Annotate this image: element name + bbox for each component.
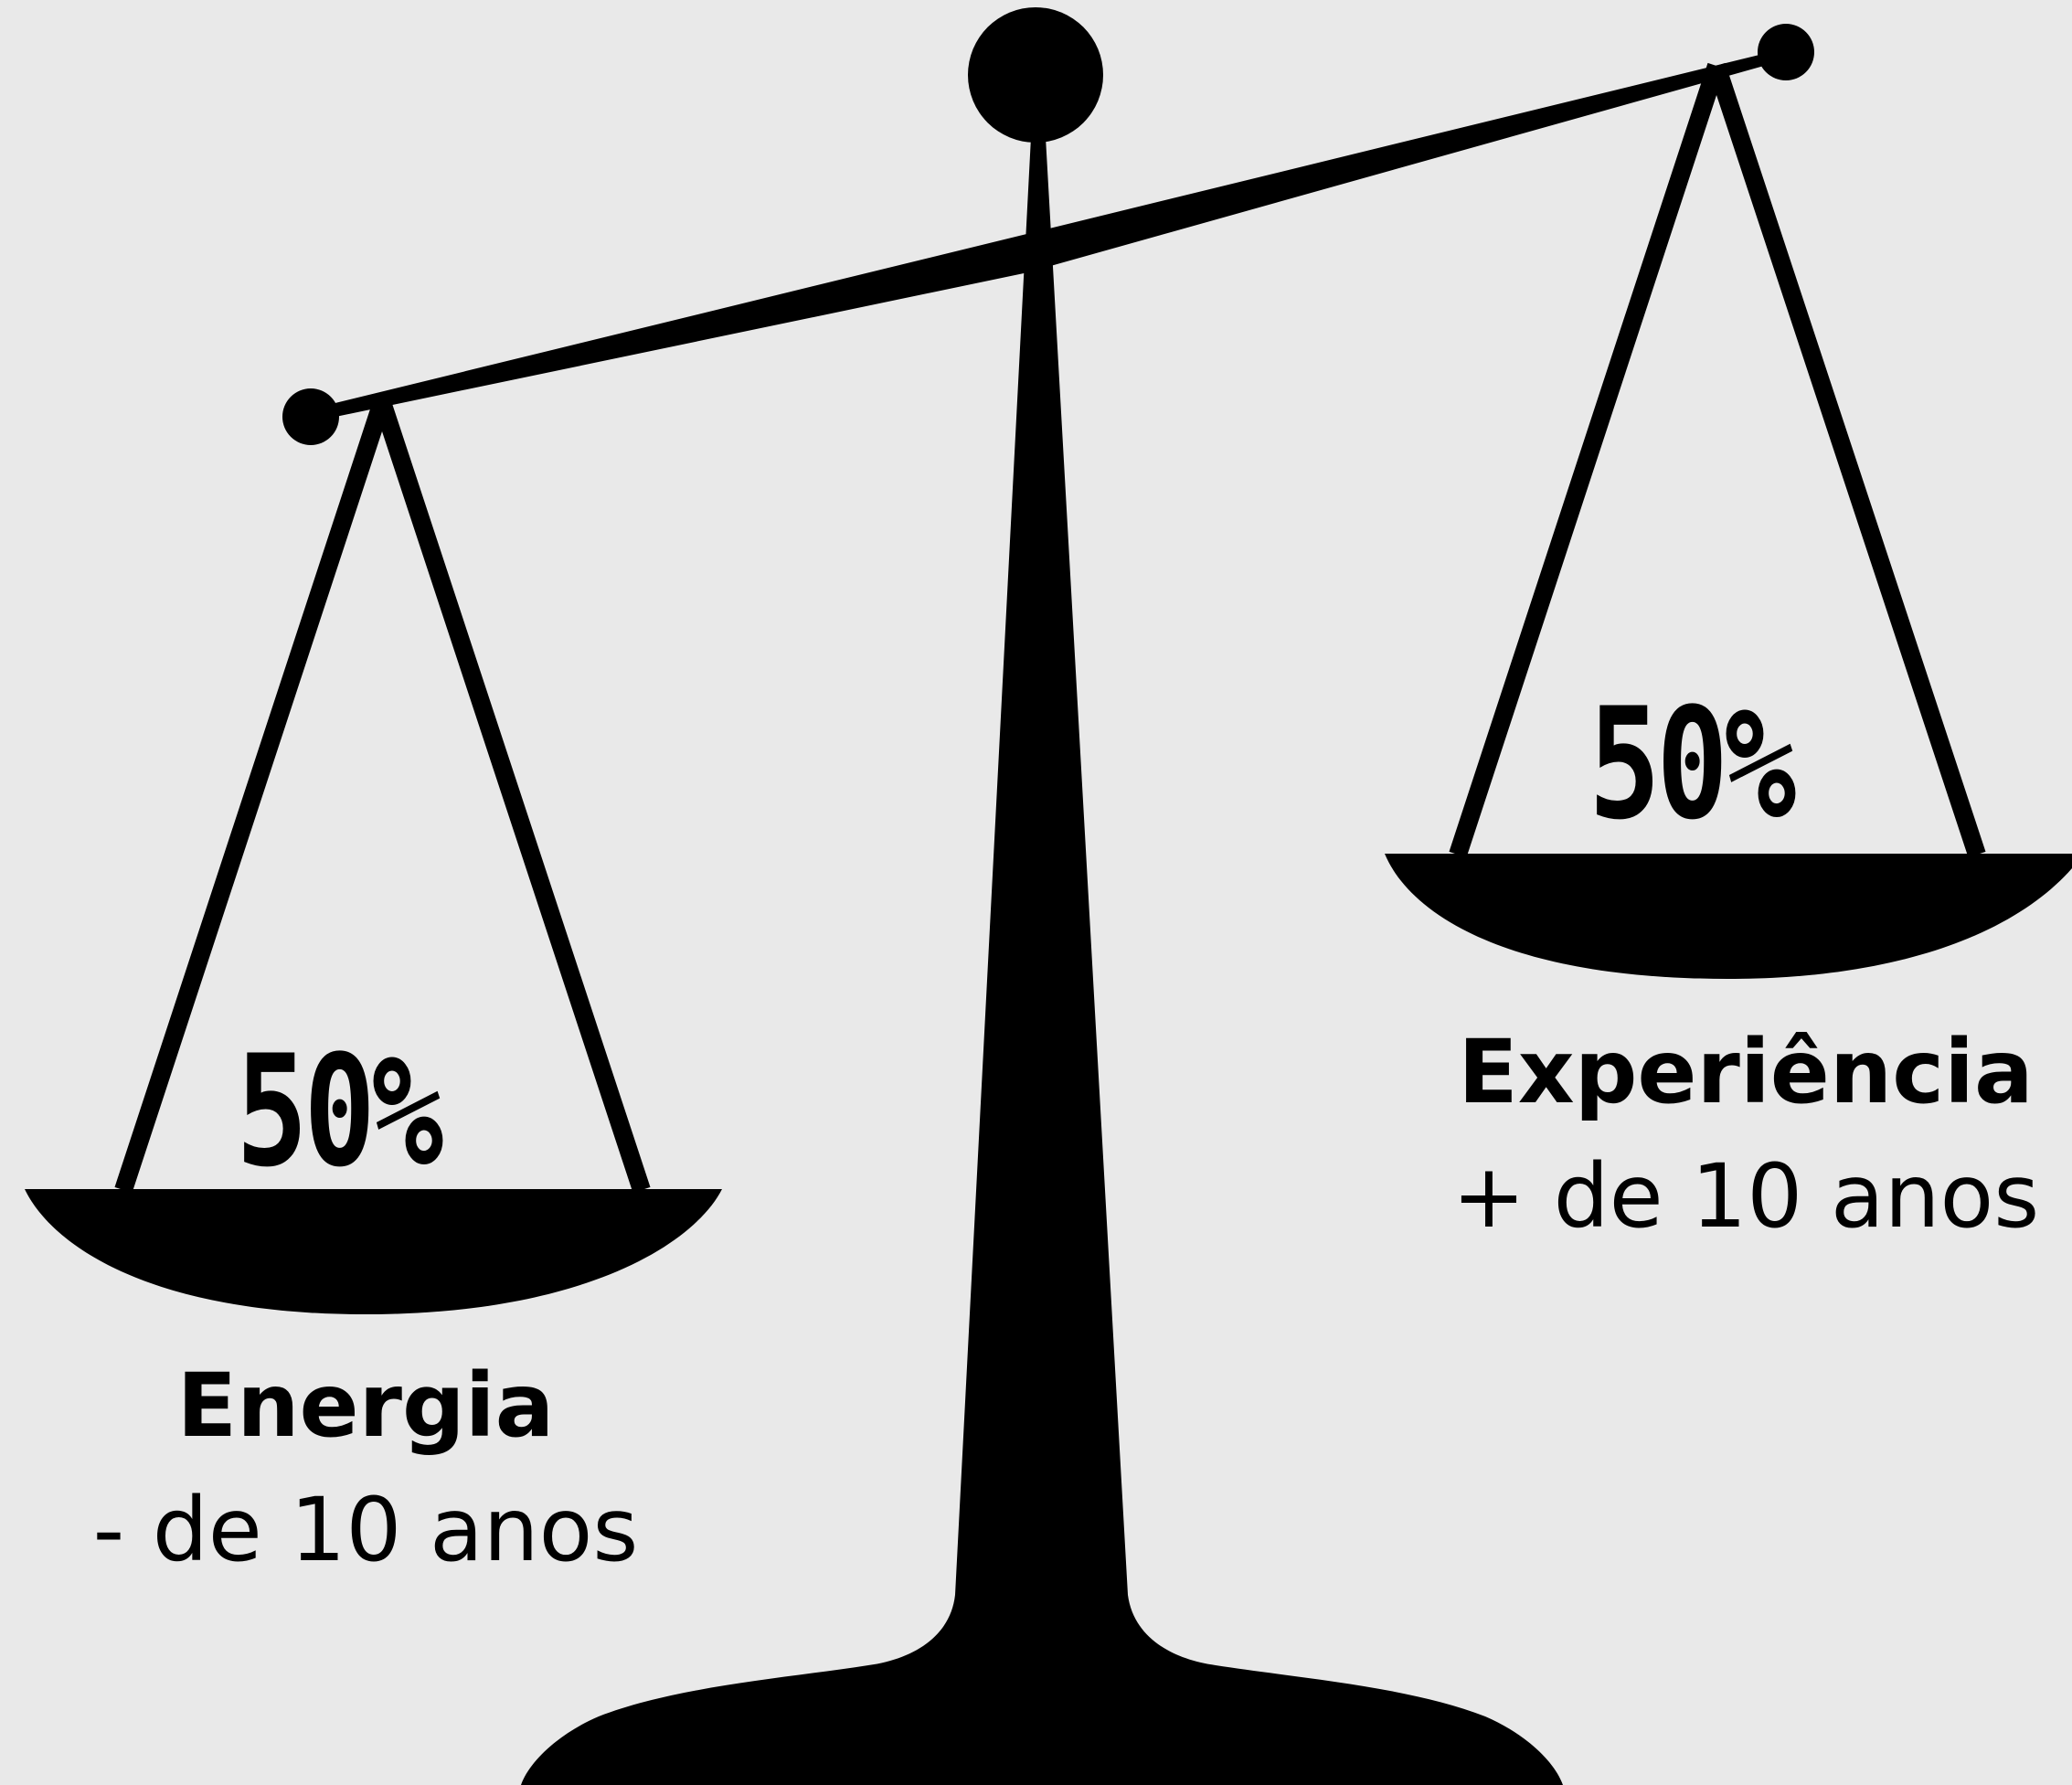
- right-pan-string-left: [1449, 62, 1726, 858]
- right-label-subtitle: + de 10 anos: [1451, 1145, 2040, 1248]
- left-label: Energia - de 10 anos: [91, 1362, 640, 1574]
- left-label-subtitle: - de 10 anos: [92, 1479, 639, 1581]
- left-pan: [25, 1189, 722, 1314]
- scale-top-knob: [968, 7, 1103, 143]
- right-label-title: Experiência: [1458, 1021, 2034, 1123]
- right-label: Experiência + de 10 anos: [1426, 1028, 2066, 1240]
- scale-pillar: [521, 137, 1563, 1785]
- right-pan: [1385, 854, 2072, 979]
- beam-right-end: [1758, 24, 1814, 80]
- scale-beam: [309, 55, 1764, 420]
- beam-left-end: [282, 388, 339, 445]
- left-pan-string-right: [373, 398, 651, 1194]
- left-pan-string-left: [114, 398, 391, 1194]
- right-pan-percent: 50%: [1589, 675, 1796, 854]
- right-pan-string-right: [1707, 62, 1986, 858]
- left-label-title: Energia: [176, 1355, 555, 1457]
- left-pan-percent: 50%: [236, 1022, 443, 1201]
